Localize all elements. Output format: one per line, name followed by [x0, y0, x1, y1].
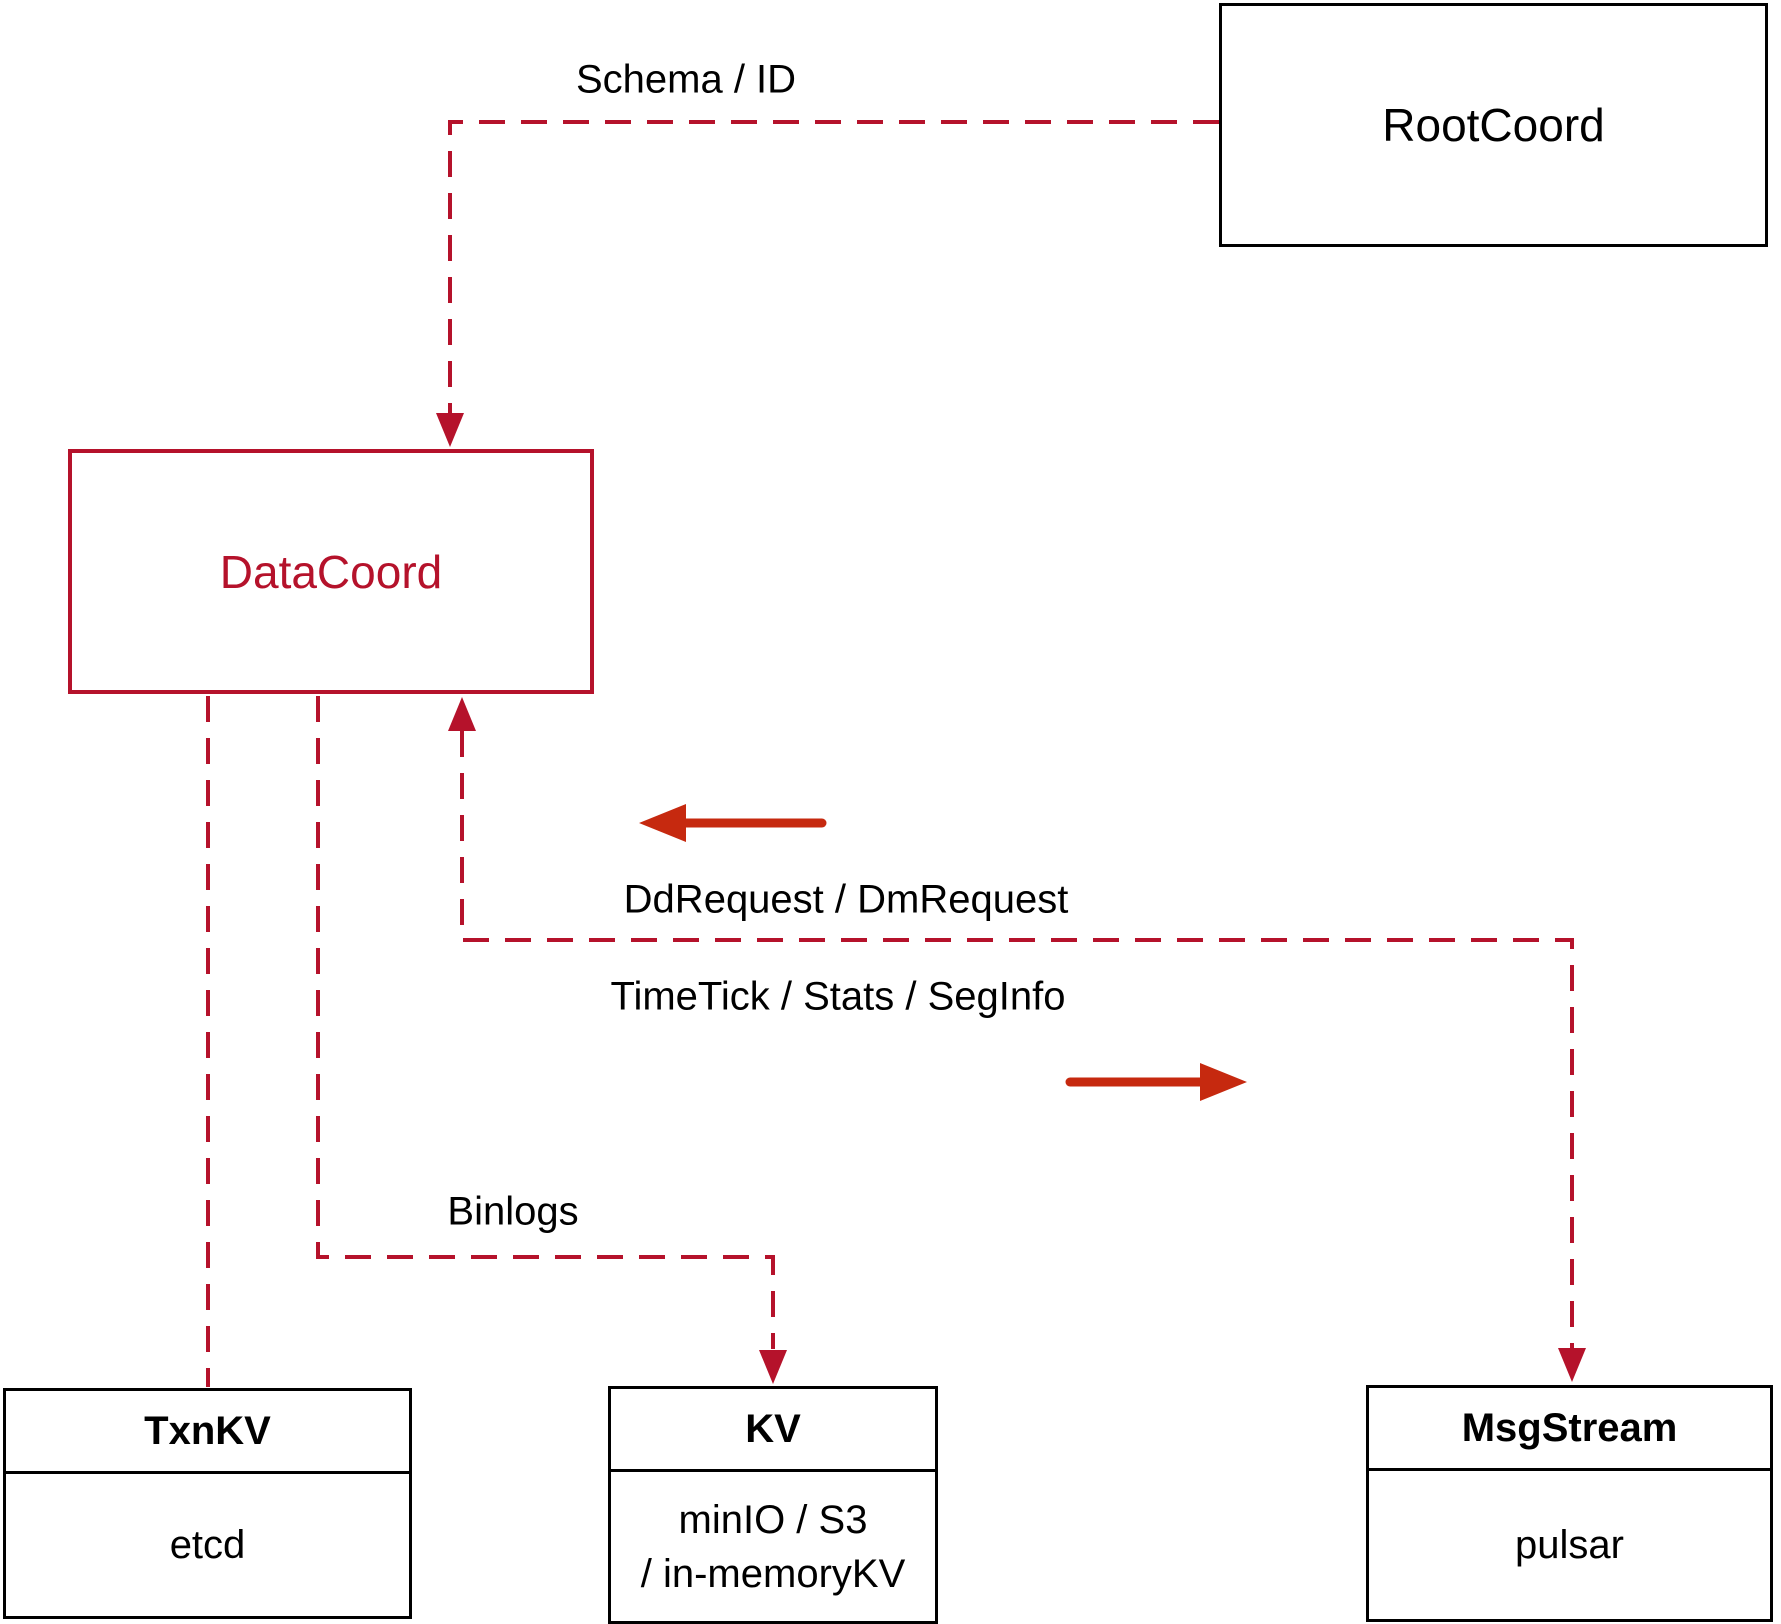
node-txnkv-body: etcd	[6, 1474, 409, 1616]
node-kv: KV minIO / S3 / in-memoryKV	[608, 1386, 938, 1624]
node-msgstream-body-text: pulsar	[1515, 1523, 1624, 1567]
node-kv-body-line2: / in-memoryKV	[640, 1551, 906, 1596]
left-direction-arrowhead-icon	[639, 804, 686, 842]
edge-label-schema-id: Schema / ID	[575, 57, 797, 102]
node-datacoord: DataCoord	[68, 449, 594, 694]
msgstream-arrowhead-icon	[1558, 1348, 1586, 1382]
node-msgstream-body: pulsar	[1369, 1471, 1770, 1619]
binlogs-arrowhead-icon	[759, 1350, 787, 1384]
schema-id-edge-line	[448, 120, 1219, 414]
node-msgstream: MsgStream pulsar	[1366, 1385, 1773, 1622]
right-direction-arrowhead-icon	[1200, 1063, 1247, 1101]
node-kv-body-line1: minIO / S3	[678, 1497, 868, 1542]
node-txnkv: TxnKV etcd	[3, 1388, 412, 1619]
edge-label-binlogs: Binlogs	[447, 1189, 579, 1234]
node-txnkv-title: TxnKV	[6, 1391, 409, 1474]
node-kv-title: KV	[611, 1389, 935, 1472]
node-rootcoord: RootCoord	[1219, 3, 1768, 247]
node-kv-body: minIO / S3 / in-memoryKV	[611, 1472, 935, 1621]
schema-id-arrowhead-icon	[436, 413, 464, 447]
node-datacoord-label: DataCoord	[219, 545, 443, 598]
edge-label-dd-request: DdRequest / DmRequest	[623, 877, 1069, 922]
node-msgstream-title: MsgStream	[1369, 1388, 1770, 1471]
ddrequest-up-arrowhead-icon	[448, 697, 476, 731]
node-rootcoord-label: RootCoord	[1382, 99, 1605, 151]
ddrequest-edge-line	[460, 731, 1574, 1348]
node-txnkv-body-text: etcd	[169, 1523, 246, 1567]
edge-label-time-tick: TimeTick / Stats / SegInfo	[610, 974, 1066, 1019]
binlogs-edge-line	[316, 696, 775, 1349]
